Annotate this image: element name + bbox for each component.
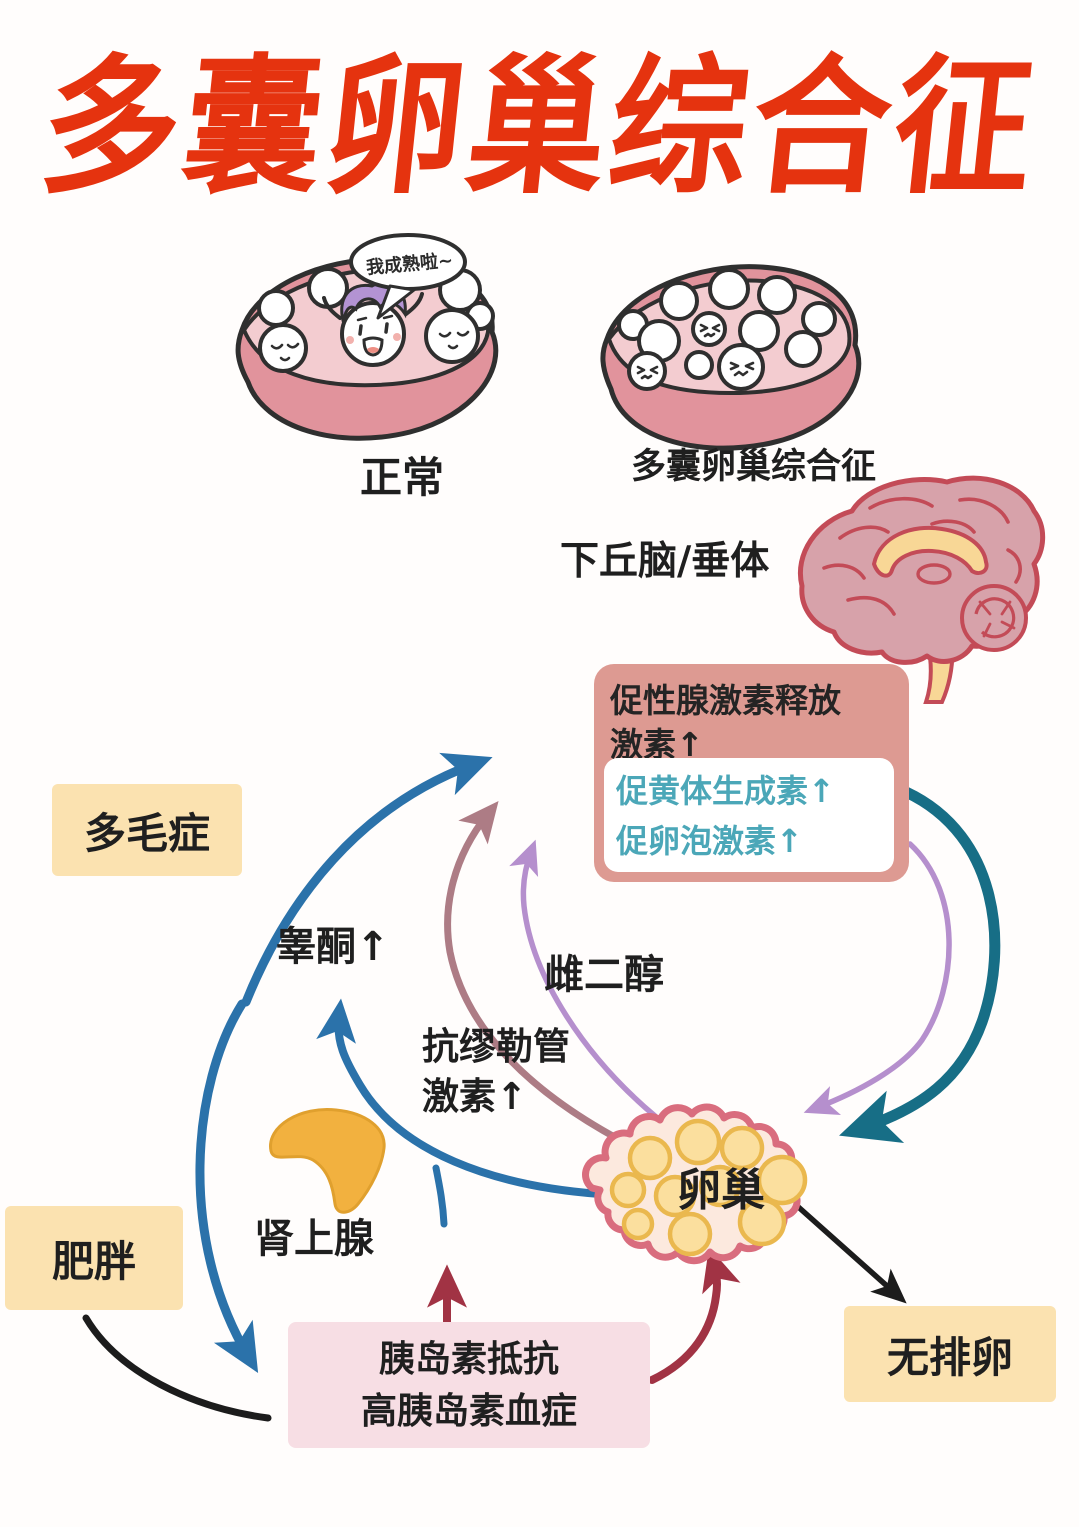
arrow-ovary-to-testosterone [316, 998, 604, 1198]
hirsutism-label: 多毛症 [83, 808, 210, 858]
ovary-follicles [609, 1118, 808, 1257]
adrenal-gland-illustration [269, 1107, 386, 1214]
gnrh-hormone-box: 促性腺激素释放 激素↑ 促黄体生成素↑ 促卵泡激素↑ [594, 664, 909, 882]
testosterone-label: 睾酮↑ [276, 924, 390, 970]
thalamus [916, 563, 952, 585]
hyperinsulinemia-label: 高胰岛素血症 [360, 1391, 577, 1433]
amh-label: 抗缪勒管 激素↑ [422, 1022, 622, 1122]
normal-ovary-illustration [235, 233, 499, 441]
pcos-ovary-illustration [600, 264, 862, 451]
anovulation-box: 无排卵 [844, 1306, 1056, 1402]
arrow-insulin-to-ovary [648, 1247, 741, 1384]
ovary-label: 卵巢 [677, 1165, 765, 1216]
arrow-loop-down-to-insulin [195, 999, 259, 1374]
fsh-label: 促卵泡激素↑ [616, 822, 803, 860]
gnrh-label-line2: 激素↑ [610, 725, 704, 764]
arrow-amh-to-brain [444, 800, 624, 1144]
amh-label-line2: 激素↑ [422, 1074, 528, 1118]
speech-bubble-tail [376, 284, 416, 320]
adrenal-label: 肾上腺 [254, 1216, 374, 1262]
amh-label-line1: 抗缪勒管 [422, 1025, 570, 1068]
pcos-ovary-label: 多囊卵巢综合征 [630, 447, 876, 487]
arrow-pituitary-to-ovary-lavender [803, 841, 952, 1115]
arrow-testosterone-feedback-to-brain [241, 752, 493, 1007]
normal-ovary-label: 正常 [359, 453, 444, 502]
page-title: 多囊卵巢综合征 [33, 40, 1046, 215]
ovary-illustration [582, 1103, 808, 1265]
estradiol-label: 雌二醇 [544, 952, 664, 998]
hirsutism-box: 多毛症 [52, 784, 242, 876]
cortex-folds [822, 496, 1022, 616]
obesity-box: 肥胖 [5, 1206, 183, 1310]
lh-fsh-inner-box: 促黄体生成素↑ 促卵泡激素↑ [604, 758, 894, 872]
gnrh-label-line1: 促性腺激素释放 [610, 681, 841, 720]
line-insulin-pathway-branch [432, 1164, 448, 1228]
follicle-angry-faces [636, 323, 755, 380]
brain-illustration [798, 475, 1046, 704]
insulin-resistance-box: 胰岛素抵抗 高胰岛素血症 [288, 1322, 650, 1448]
many-small-follicles [617, 268, 837, 391]
lh-label: 促黄体生成素↑ [616, 772, 835, 810]
arrow-ovary-to-anovulation [783, 1193, 907, 1304]
insulin-resistance-label: 胰岛素抵抗 [378, 1339, 559, 1380]
arrow-lh-fsh-to-ovary [839, 786, 1001, 1143]
arrow-estradiol-to-brain [509, 839, 658, 1119]
cerebellum [960, 584, 1028, 652]
corpus-callosum [871, 526, 989, 578]
anovulation-label: 无排卵 [886, 1332, 1013, 1382]
curve-obesity-to-insulin [82, 1314, 272, 1422]
follicle-sleepy-faces [270, 330, 470, 362]
hypothalamus-pituitary-label: 下丘脑/垂体 [560, 539, 770, 584]
obesity-label: 肥胖 [51, 1236, 136, 1286]
